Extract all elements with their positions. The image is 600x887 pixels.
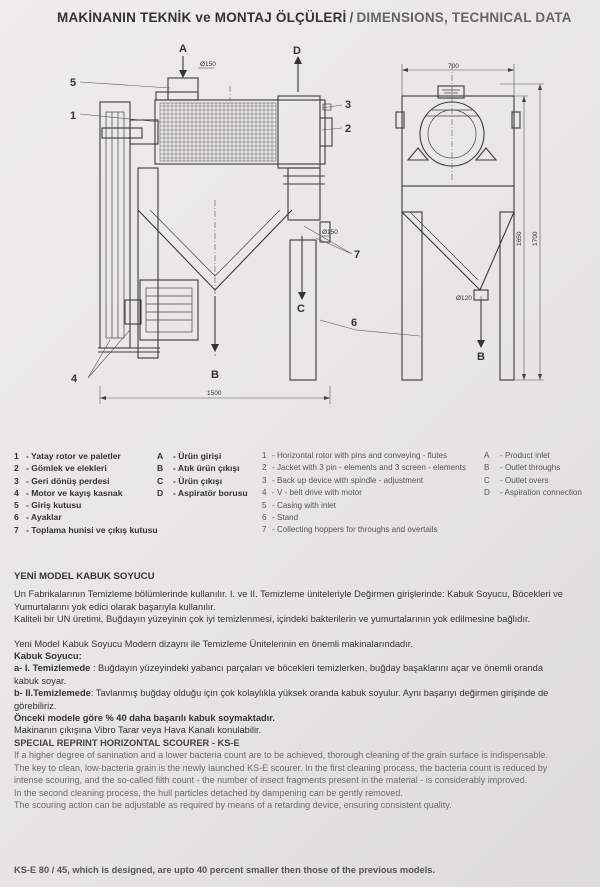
english-line: In the second cleaning process, the hull… xyxy=(14,787,403,798)
section-heading: YENİ MODEL KABUK SOYUCU xyxy=(14,571,155,582)
turkish-description: YENİ MODEL KABUK SOYUCU Un Fabrikalarını… xyxy=(14,571,594,811)
paragraph-line: Un Fabrikalarının Temizleme bölümlerinde… xyxy=(14,589,563,600)
legend-item: 6- Ayaklar xyxy=(14,512,62,523)
paragraph-line: kabuk soyar. xyxy=(14,675,67,686)
paragraph-line: Yumurtalarını yok edici olarak başarıyla… xyxy=(14,601,216,612)
english-line: intense scouring, and the so-called filt… xyxy=(14,775,528,786)
paragraph-line: Yeni Model Kabuk Soyucu Modern dizaynı i… xyxy=(14,638,413,649)
legend-item: 7- Collecting hoppers for throughs and o… xyxy=(262,525,438,535)
paragraph-line: Kaliteli bir UN üretimi, Buğdayın yüzeyi… xyxy=(14,614,531,625)
callout-7: 7 xyxy=(354,249,360,261)
dim-1700: 1700 xyxy=(532,231,539,246)
legend-tr-letters: A- Ürün girişi B- Atık ürün çıkışı C- Ür… xyxy=(157,450,248,499)
title-english: DIMENSIONS, TECHNICAL DATA xyxy=(356,10,572,25)
dim-d120: Ø120 xyxy=(456,295,472,302)
title-separator: / xyxy=(349,10,354,25)
dim-d150-mid: Ø150 xyxy=(322,229,338,236)
technical-drawing: A D B C B 5 1 3 2 7 6 4 Ø150 Ø150 Ø120 1… xyxy=(70,43,544,404)
legend-item: 3- Geri dönüş perdesi xyxy=(14,475,110,486)
callout-d: D xyxy=(293,45,301,57)
callout-3: 3 xyxy=(345,99,351,111)
english-line: The key to clean, low-bacteria grain is … xyxy=(14,762,548,773)
callout-c: C xyxy=(297,303,305,315)
legend-item: 4- V - belt drive with motor xyxy=(262,488,362,498)
legend-item: B- Atık ürün çıkışı xyxy=(157,463,240,474)
legend-item: 4- Motor ve kayış kasnak xyxy=(14,487,123,498)
page-title: MAKİNANIN TEKNİK ve MONTAJ ÖLÇÜLERİ/DIME… xyxy=(57,10,572,25)
callout-5: 5 xyxy=(70,77,76,89)
legend-tr-numbers: 1- Yatay rotor ve paletler 2- Gömlek ve … xyxy=(14,450,158,536)
callout-b-side: B xyxy=(477,351,485,363)
subheading: Kabuk Soyucu: xyxy=(14,651,82,662)
legend-item: B- Outlet throughs xyxy=(484,463,561,473)
legend-item: 2- Jacket with 3 pin - elements and 3 sc… xyxy=(262,463,466,473)
paragraph-line: görebiliriz. xyxy=(14,700,57,711)
english-line: The scouring action can be adjustable as… xyxy=(14,799,452,810)
callout-2: 2 xyxy=(345,123,351,135)
dim-d150-top: Ø150 xyxy=(200,61,216,68)
english-heading: SPECIAL REPRINT HORIZONTAL SCOURER - KS-… xyxy=(14,737,240,748)
legend-item: 7- Toplama hunisi ve çıkış kutusu xyxy=(14,524,158,535)
legend-item: 5- Casing with inlet xyxy=(262,500,336,510)
legend-item: A- Product inlet xyxy=(484,451,550,460)
highlight-line: Önceki modele göre % 40 daha başarılı ka… xyxy=(14,713,275,724)
dim-1650: 1650 xyxy=(516,231,523,246)
dim-700: 700 xyxy=(448,63,459,70)
callout-6: 6 xyxy=(351,317,357,329)
paragraph-line: Makinanın çıkışına Vibro Tarar veya Hava… xyxy=(14,725,262,736)
legend-en-letters: A- Product inlet B- Outlet throughs C- O… xyxy=(484,450,582,500)
title-turkish: MAKİNANIN TEKNİK ve MONTAJ ÖLÇÜLERİ xyxy=(57,10,347,25)
legend-item: 3- Back up device with spindle - adjustm… xyxy=(262,475,424,485)
legend-item: A- Ürün girişi xyxy=(157,451,222,461)
callout-a: A xyxy=(179,43,187,55)
footer-note: KS-E 80 / 45, which is designed, are upt… xyxy=(14,865,436,875)
paragraph-line: b- II.Temizlemede: Tavlanmış buğday oldu… xyxy=(14,688,549,699)
callout-4: 4 xyxy=(71,373,78,385)
screen-mesh xyxy=(160,103,276,161)
callout-b-front: B xyxy=(211,369,219,381)
legend-item: C- Ürün çıkışı xyxy=(157,475,223,486)
legend-item: D- Aspiratör borusu xyxy=(157,487,248,498)
legend-item: 6- Stand xyxy=(262,513,299,523)
side-view xyxy=(395,64,544,381)
callout-1: 1 xyxy=(70,110,76,122)
dim-1500: 1500 xyxy=(207,390,222,397)
legend-item: 1- Horizontal rotor with pins and convey… xyxy=(262,451,447,460)
legend-item: 2- Gömlek ve elekleri xyxy=(14,463,107,474)
english-line: If a higher degree of sanination and a l… xyxy=(14,750,548,761)
spacer xyxy=(14,626,594,638)
legend-item: D- Aspiration connection xyxy=(484,488,582,498)
legend-en-numbers: 1- Horizontal rotor with pins and convey… xyxy=(262,450,466,537)
legend-item: 5- Giriş kutusu xyxy=(14,500,82,511)
legend-item: C- Outlet overs xyxy=(484,475,549,485)
paragraph-line: a- I. Temizlemede : Buğdayın yüzeyindeki… xyxy=(14,663,543,674)
front-view xyxy=(79,56,421,404)
legend-item: 1- Yatay rotor ve paletler xyxy=(14,451,121,461)
